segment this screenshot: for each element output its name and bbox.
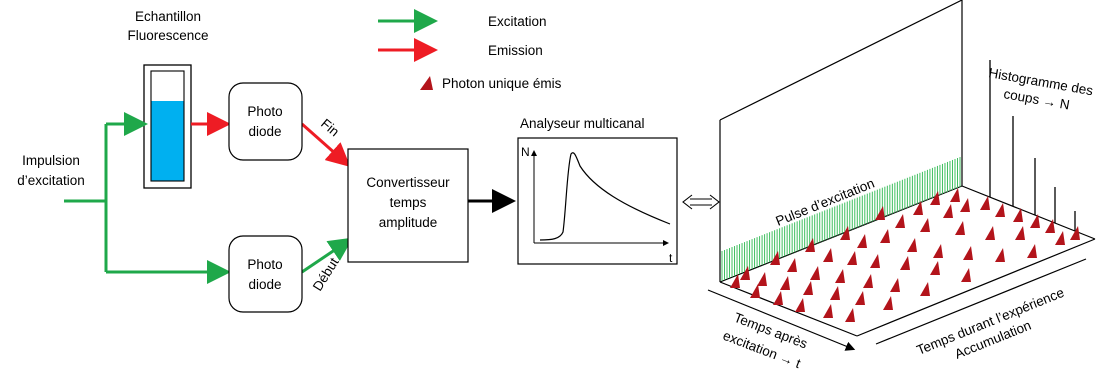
cuvette [143,64,192,189]
photon-marker [955,221,965,235]
excitation-pulse [721,157,961,281]
photon-marker [933,244,943,258]
photon-marker [920,282,930,296]
tac-line2: temps [390,195,427,210]
legend-photon-label: Photon unique émis [442,76,562,91]
photon-marker [855,291,865,305]
excitation-paths [64,112,353,284]
photon-marker [840,226,850,240]
photon-marker [847,251,857,265]
emission-paths [191,112,351,167]
photon-marker [830,286,840,300]
photodiode-bottom: Photo diode [228,235,303,313]
photon-marker [980,196,990,210]
photon-marker [730,274,740,288]
photon-marker [900,256,910,270]
photon-marker [1015,226,1025,240]
photon-marker [995,248,1005,262]
input-label-line1: Impulsion [22,153,80,168]
photon-marker [803,281,813,295]
photodiode-top-line1: Photo [247,104,282,119]
legend: Excitation Emission Photon unique émis [378,9,562,91]
photon-marker [930,261,940,275]
mca-y-axis-label: N [521,145,530,159]
photon-marker [770,251,780,265]
photon-marker [810,266,820,280]
photon-marker [943,204,953,218]
photodiode-bottom-line2: diode [248,277,281,292]
stop-signal-label: Fin [318,116,342,140]
cuvette-liquid [151,101,184,181]
mca-decay-curve [539,152,671,241]
photon-marker [1027,244,1037,258]
panel-3d [707,0,1096,351]
photon-marker [895,214,905,228]
photon-marker [875,206,885,220]
photon-marker [1013,208,1023,222]
legend-emission-label: Emission [488,43,543,58]
equivalence-arrow [682,194,720,210]
tac-box: Convertisseur temps amplitude [347,148,469,263]
photon-marker [985,226,995,240]
legend-excitation-label: Excitation [488,14,547,29]
photon-marker [805,238,815,252]
photon-marker [1055,231,1065,245]
photon-marker [890,278,900,292]
photon-marker [920,218,930,232]
photon-marker [880,229,890,243]
photon-marker [883,296,893,310]
photon-markers [730,188,1080,322]
mca-title: Analyseur multicanal [520,116,645,131]
input-label-line2: d’excitation [17,173,85,188]
photon-marker [961,268,971,282]
photon-marker [1045,219,1055,233]
photon-marker [780,276,790,290]
photon-marker [960,198,970,212]
photon-marker [823,248,833,262]
photon-marker [863,274,873,288]
photon-marker [930,191,940,205]
photodiode-top: Photo diode [228,82,303,161]
mca-screen: N t [517,137,678,265]
photon-marker [1030,214,1040,228]
photon-marker [835,269,845,283]
photodiode-bottom-line1: Photo [247,257,282,272]
photon-marker [913,201,923,215]
histogram-bars [989,60,1076,231]
photon-marker [757,272,767,286]
photon-marker [740,266,750,280]
tac-line3: amplitude [379,215,438,230]
mca-x-axis-label: t [669,251,673,265]
photon-marker [870,254,880,268]
photon-marker [773,291,783,305]
photon-marker [1070,226,1080,240]
tac-line1: Convertisseur [366,175,450,190]
photon-marker [963,246,973,260]
sample-label-line2: Fluorescence [127,28,208,43]
photon-marker [787,258,797,272]
photon-marker [995,203,1005,217]
photon-marker [795,298,805,312]
photon-marker [823,304,833,318]
photon-marker [750,284,760,298]
photon-marker [950,188,960,202]
start-signal-label: Début [310,255,342,294]
legend-photon-icon [420,76,433,90]
photon-marker [907,238,917,252]
photon-marker [857,234,867,248]
sample-label-line1: Echantillon [135,9,201,24]
photodiode-top-line2: diode [248,124,281,139]
photon-marker [845,308,855,322]
